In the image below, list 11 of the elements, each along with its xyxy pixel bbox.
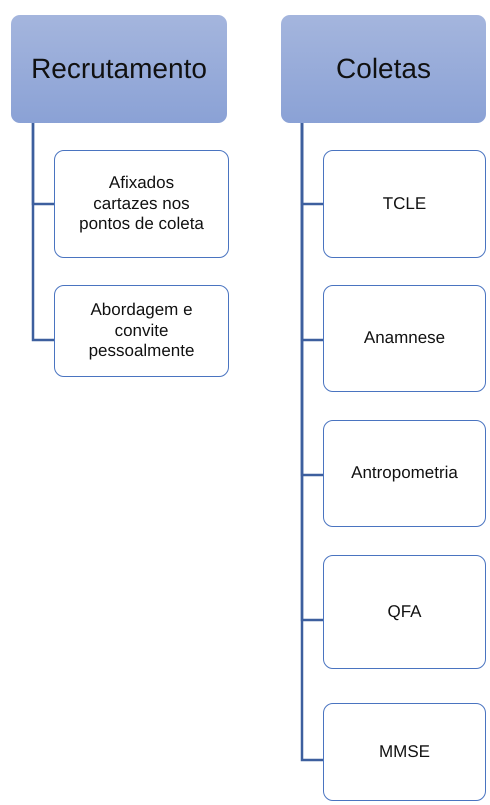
item-box: Anamnese xyxy=(323,285,486,392)
item-box: Afixados cartazes nos pontos de coleta xyxy=(54,150,229,258)
connector-line xyxy=(300,123,323,762)
connector-line xyxy=(32,123,54,342)
item-box: Abordagem e convite pessoalmente xyxy=(54,285,229,377)
item-box: TCLE xyxy=(323,150,486,258)
header-box: Recrutamento xyxy=(11,15,227,123)
header-box: Coletas xyxy=(281,15,486,123)
item-box: QFA xyxy=(323,555,486,669)
item-box: Antropometria xyxy=(323,420,486,527)
item-box: MMSE xyxy=(323,703,486,801)
